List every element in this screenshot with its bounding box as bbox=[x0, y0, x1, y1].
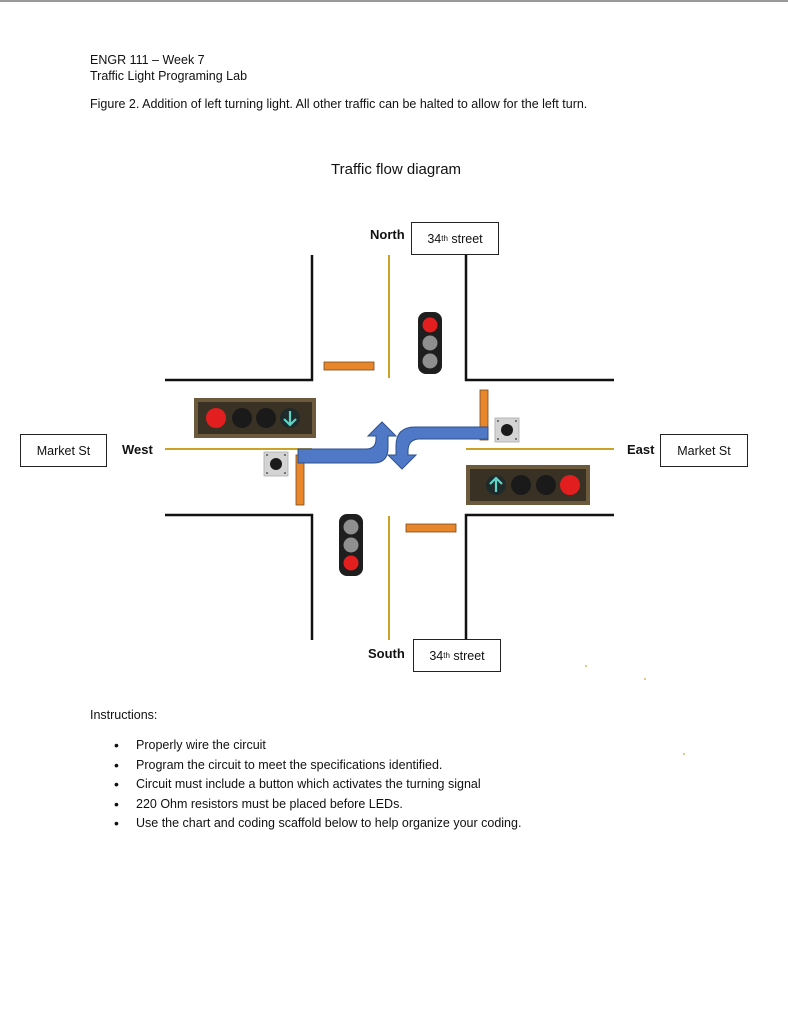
stray-mark bbox=[683, 753, 685, 755]
traffic-light-south bbox=[339, 514, 363, 576]
stray-mark bbox=[585, 665, 587, 667]
light-green-off bbox=[256, 408, 276, 428]
light-yellow-off bbox=[343, 537, 359, 553]
button-icon bbox=[501, 424, 513, 436]
road-edge-ne bbox=[464, 255, 614, 382]
light-green-off bbox=[511, 475, 531, 495]
instructions-title: Instructions: bbox=[90, 708, 158, 722]
direction-north: North bbox=[370, 227, 405, 242]
list-item: Properly wire the circuit bbox=[114, 736, 521, 756]
traffic-light-north bbox=[418, 312, 442, 374]
traffic-light-east bbox=[466, 465, 590, 505]
diagram-title: Traffic flow diagram bbox=[331, 161, 462, 178]
stray-mark bbox=[644, 678, 646, 680]
light-red bbox=[560, 475, 580, 495]
list-item: Program the circuit to meet the specific… bbox=[114, 756, 521, 776]
stop-bar-north bbox=[323, 361, 375, 371]
page-top-border bbox=[0, 0, 788, 2]
road-edge-se bbox=[464, 513, 614, 640]
arrow-up-icon bbox=[489, 476, 503, 492]
direction-south: South bbox=[368, 646, 405, 661]
arrow-down-icon bbox=[283, 411, 297, 427]
list-item: 220 Ohm resistors must be placed before … bbox=[114, 795, 521, 815]
road-edge-nw bbox=[165, 255, 314, 382]
light-green-off bbox=[343, 519, 359, 535]
street-label-east: Market St bbox=[660, 434, 748, 467]
center-lines bbox=[165, 255, 614, 640]
light-yellow-off bbox=[536, 475, 556, 495]
street-label-west: Market St bbox=[20, 434, 107, 467]
instructions-list: Properly wire the circuit Program the ci… bbox=[90, 736, 521, 834]
lab-title: Traffic Light Programing Lab bbox=[90, 69, 248, 83]
left-turn-arrow-eastbound bbox=[386, 426, 489, 470]
direction-west: West bbox=[122, 442, 153, 457]
push-button-east bbox=[494, 417, 520, 443]
list-item: Use the chart and coding scaffold below … bbox=[114, 814, 521, 834]
list-item: Circuit must include a button which acti… bbox=[114, 775, 521, 795]
push-button-west bbox=[263, 451, 289, 477]
light-yellow-off bbox=[422, 335, 438, 351]
road-edges bbox=[165, 255, 614, 640]
road-edge-sw bbox=[165, 513, 314, 640]
stop-bar-south bbox=[405, 523, 457, 533]
button-icon bbox=[270, 458, 282, 470]
course-title: ENGR 111 – Week 7 bbox=[90, 53, 205, 67]
turn-arrows bbox=[297, 421, 489, 470]
figure-caption: Figure 2. Addition of left turning light… bbox=[90, 97, 588, 111]
light-yellow-off bbox=[232, 408, 252, 428]
light-red bbox=[206, 408, 226, 428]
light-green-off bbox=[422, 353, 438, 369]
stop-bars bbox=[295, 361, 489, 533]
left-turn-arrow-westbound bbox=[297, 421, 398, 464]
stop-bar-east bbox=[479, 389, 489, 441]
direction-east: East bbox=[627, 442, 655, 457]
light-red bbox=[422, 317, 438, 333]
traffic-light-west bbox=[194, 398, 316, 438]
light-red bbox=[343, 555, 359, 571]
